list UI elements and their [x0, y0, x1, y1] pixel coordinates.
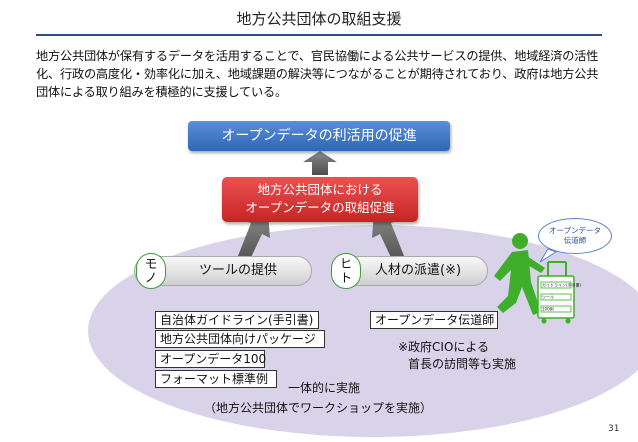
luggage-label-tool: ツール: [542, 295, 554, 300]
local-initiative-line1: 地方公共団体における: [257, 182, 383, 197]
hito-char-1: ヒ: [339, 256, 353, 271]
advisor-item: オープンデータ伝道師: [370, 311, 498, 329]
page-title: 地方公共団体の取組支援: [236, 10, 402, 28]
staff-dispatch-pill: 人材の派遣(※): [340, 256, 488, 286]
tool-item-format: フォーマット標準例: [155, 370, 277, 388]
promotion-box: オープンデータの利活用の促進: [188, 121, 450, 151]
hito-char-2: ト: [339, 270, 353, 285]
suitcase-icon: ガイドライン(手引書) ツール 100例: [537, 261, 582, 324]
luggage-label-100: 100例: [542, 306, 554, 312]
advisor-bubble: オープンデータ 伝道師: [538, 218, 612, 254]
tool-item-package: 地方公共団体向けパッケージ: [155, 330, 325, 348]
mono-circle: モ ノ: [136, 253, 166, 289]
arrow-up-right: [372, 212, 406, 266]
cio-note-line2: 首長の訪問等も実施: [408, 357, 517, 371]
luggage-label-guideline: ガイドライン(手引書): [542, 282, 582, 288]
bubble-line1: オープンデータ: [548, 226, 602, 235]
local-initiative-line2: オープンデータの取組促進: [245, 200, 395, 215]
tool-item-guideline: 自治体ガイドライン(手引書): [155, 311, 319, 329]
integrated-note: 一体的に実施: [288, 381, 361, 395]
walking-person-icon: [494, 233, 545, 315]
bubble-line2: 伝道師: [563, 236, 587, 245]
local-initiative-box: 地方公共団体における オープンデータの取組促進: [222, 177, 418, 222]
mono-char-1: モ: [144, 256, 158, 271]
arrow-up-left: [236, 212, 270, 266]
title-underline: [36, 34, 602, 36]
tool-item-opendata100: オープンデータ100: [155, 350, 266, 368]
intro-paragraph: 地方公共団体が保有するデータを活用することで、官民協働による公共サービスの提供、…: [36, 49, 599, 99]
workshop-note: （地方公共団体でワークショップを実施）: [204, 401, 433, 415]
bubble-tail: [539, 248, 558, 263]
mono-char-2: ノ: [144, 270, 158, 285]
hito-circle: ヒ ト: [331, 253, 361, 289]
cio-note-line1: ※政府CIOによる: [398, 340, 490, 354]
page-number: 31: [608, 424, 620, 434]
arrow-up-center: [303, 151, 337, 175]
